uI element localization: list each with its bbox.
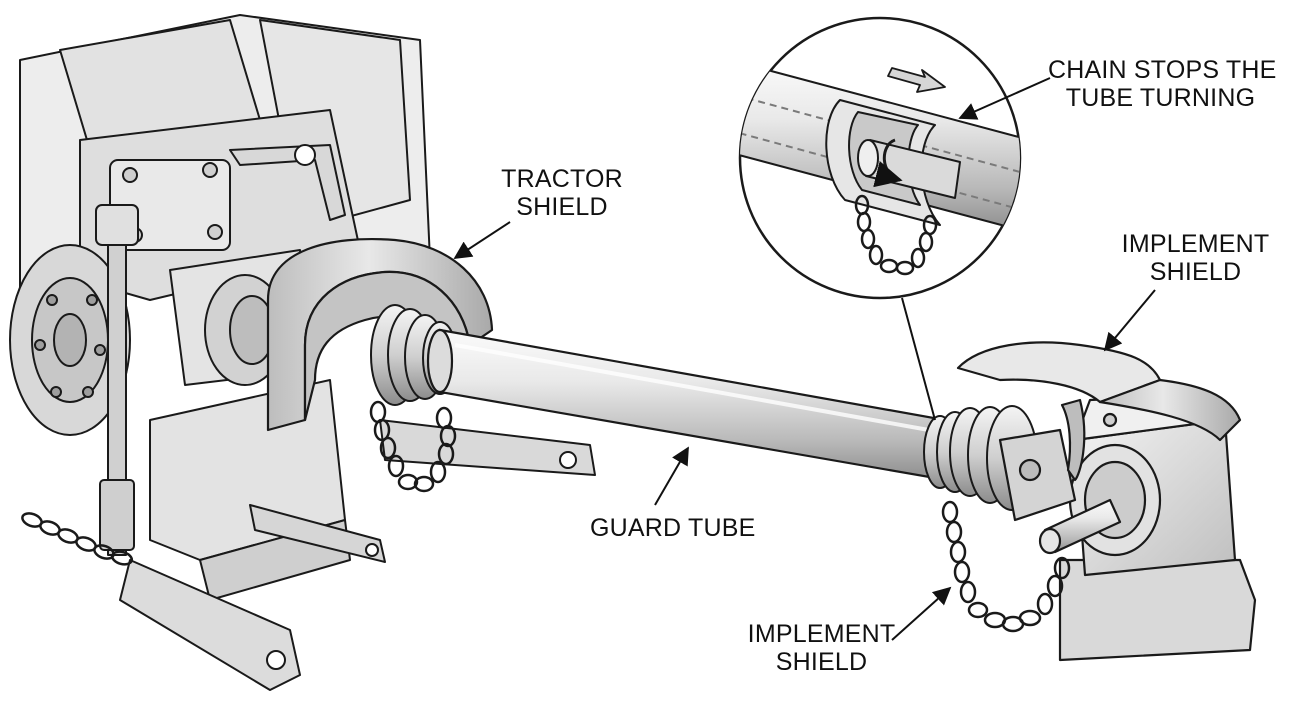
tractor-shield-chain xyxy=(369,400,457,493)
label-chain-stops-tube-turning: CHAIN STOPS THE TUBE TURNING xyxy=(1048,56,1277,112)
implement-gearbox xyxy=(998,393,1257,662)
label-implement-shield-top: IMPLEMENT SHIELD xyxy=(1121,230,1270,286)
leader-guard-tube xyxy=(654,446,689,506)
label-implement-shield-bottom: IMPLEMENT SHIELD xyxy=(747,620,896,676)
implement-shield xyxy=(956,341,1242,482)
tractor-stabiliser-chain xyxy=(21,512,134,566)
label-guard-tube: GUARD TUBE xyxy=(590,514,756,542)
leader-detail-to-tube xyxy=(901,297,936,421)
leader-implement-shield-top xyxy=(1103,289,1156,352)
label-tractor-shield: TRACTOR SHIELD xyxy=(501,165,623,221)
callout-leaders xyxy=(453,77,1156,641)
leader-chain-stops xyxy=(958,77,1051,120)
implement-shield-chain xyxy=(941,500,1071,633)
arrow-right-icon xyxy=(887,67,946,93)
leader-tractor-shield xyxy=(453,221,511,259)
rotate-icon xyxy=(873,138,903,188)
tractor-body xyxy=(9,14,596,691)
detail-chain xyxy=(854,194,938,276)
leader-implement-shield-bottom xyxy=(891,586,952,641)
chain-detail-inset xyxy=(738,16,1022,300)
